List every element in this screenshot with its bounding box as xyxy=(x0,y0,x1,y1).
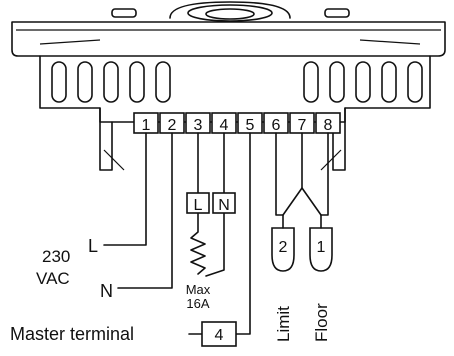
terminal-6-number: 6 xyxy=(272,117,281,134)
right-cooling-fins xyxy=(303,61,423,103)
supply-voltage: 230 xyxy=(42,247,70,266)
load-rating-label: Max xyxy=(186,282,211,297)
wiring xyxy=(103,132,329,335)
supply-unit: VAC xyxy=(36,269,70,288)
thermostat-housing xyxy=(11,1,446,171)
floor-sensor-label: Floor xyxy=(312,303,331,342)
limit-sensor-probe xyxy=(271,227,295,272)
terminal-1-number: 1 xyxy=(142,117,151,134)
terminal-7-number: 7 xyxy=(298,117,307,134)
load-terminal-l-label: L xyxy=(194,197,203,214)
terminal-strip: 1 2 3 4 5 6 7 8 xyxy=(133,112,341,134)
left-cooling-fins xyxy=(51,61,171,103)
master-wire xyxy=(235,132,251,335)
master-terminal-label: Master terminal xyxy=(10,324,134,344)
load-terminal-n xyxy=(212,192,236,214)
limit-sensor-wire-a xyxy=(275,132,284,216)
limit-sensor-wire-b xyxy=(282,132,303,216)
heating-element-resistor xyxy=(190,212,206,275)
load-rating-value: 16A xyxy=(186,296,209,311)
load-terminal-n-label: N xyxy=(218,197,230,214)
supply-line-wire xyxy=(103,132,147,246)
supply-labels: L 230 VAC N xyxy=(36,236,113,301)
floor-sensor-wire-b xyxy=(320,132,329,216)
floor-sensor-wire-a xyxy=(301,187,322,216)
master-terminal-number: 4 xyxy=(215,327,224,344)
supply-neutral-label: N xyxy=(100,281,113,301)
floor-sensor-probe xyxy=(309,227,333,272)
terminal-4-number: 4 xyxy=(220,117,229,134)
heating-element-return xyxy=(205,212,225,277)
terminal-3-number: 3 xyxy=(194,117,203,134)
load-terminal-l xyxy=(186,192,210,214)
terminal-8-number: 8 xyxy=(324,117,333,134)
limit-sensor-label: Limit xyxy=(274,306,293,342)
load-terminal-block: L N Max 16A xyxy=(186,192,236,311)
master-terminal-box xyxy=(201,321,237,347)
sensor-probes: 2 1 Limit Floor xyxy=(271,214,333,342)
terminal-5-number: 5 xyxy=(246,117,255,134)
master-terminal: Master terminal 4 xyxy=(10,321,237,347)
terminal-2-number: 2 xyxy=(168,117,177,134)
floor-sensor-number: 1 xyxy=(317,239,326,256)
supply-line-label: L xyxy=(88,236,98,256)
limit-sensor-number: 2 xyxy=(279,239,288,256)
supply-neutral-wire xyxy=(117,132,173,289)
